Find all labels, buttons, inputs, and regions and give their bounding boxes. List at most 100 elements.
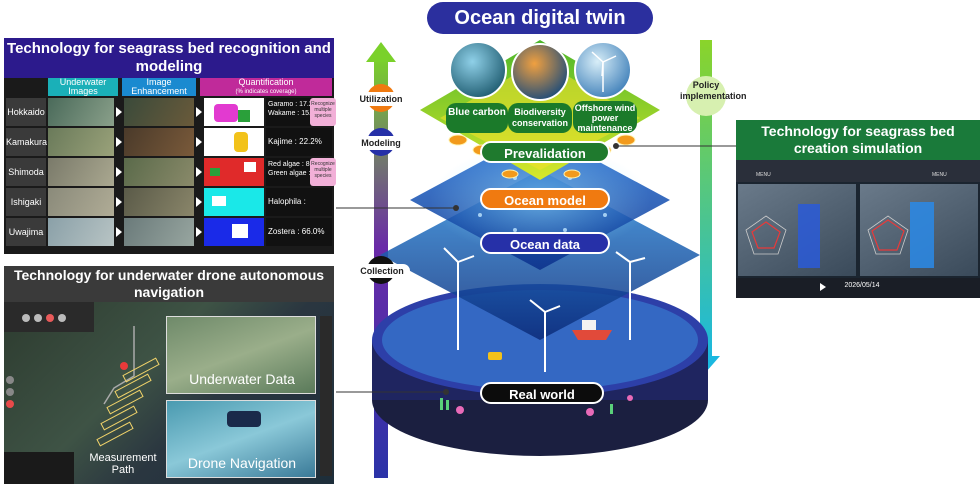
quant-line: Kajime : 22.2% <box>268 137 322 146</box>
blue-carbon-photo <box>449 41 507 99</box>
drone-navigation-panel: Technology for underwater drone autonomo… <box>4 266 334 484</box>
control-button[interactable] <box>34 314 42 322</box>
seabed-coral <box>456 395 633 416</box>
multi-species-tag: Recognize multiple species <box>310 98 336 126</box>
quant-values: Zostera : 66.0% <box>266 218 332 246</box>
arrow-icon <box>196 227 202 237</box>
arrow-icon <box>116 167 122 177</box>
radar-chart-right <box>867 215 909 255</box>
underwater-drone-icon <box>227 411 261 427</box>
sea-wind-turbines <box>443 247 646 372</box>
zoom-out-button[interactable] <box>6 388 14 396</box>
control-toolbar <box>4 302 94 332</box>
seagrass-simulation-panel: Technology for seagrass bed creation sim… <box>736 120 980 298</box>
row-label-uwajima: Uwajima <box>6 218 46 246</box>
seabed-grass <box>440 398 613 414</box>
biodiversity-photo <box>511 43 569 101</box>
policy-implementation-label: Policy implementation <box>680 80 747 101</box>
right-toolbar <box>320 316 332 476</box>
quantification-text: Quantification <box>238 77 294 87</box>
row-label-hokkaido: Hokkaido <box>6 98 46 126</box>
menu-right[interactable]: MENU <box>932 172 947 178</box>
card-offshore-wind: Offshore wind power maintenance <box>573 101 637 133</box>
quant-line: Green algae : 2.7% <box>268 170 329 177</box>
drone-navigation-label: Drone Navigation <box>187 455 297 471</box>
map-region <box>232 224 248 238</box>
ocean-digital-twin-title: Ocean digital twin <box>427 2 653 34</box>
play-icon[interactable] <box>820 283 826 291</box>
map-region <box>244 162 256 172</box>
enhanced-image <box>124 158 194 186</box>
enhanced-image <box>124 218 194 246</box>
underwater-image <box>48 218 114 246</box>
quant-values: Halophila : 65.5% <box>266 188 332 230</box>
collection-label: Collection <box>354 264 410 278</box>
real-world-label: Real world <box>480 382 604 404</box>
underwater-image <box>48 158 114 186</box>
quantification-map <box>204 218 264 246</box>
card-blue-carbon: Blue carbon <box>446 103 508 133</box>
ocean-data-label: Ocean data <box>480 232 610 254</box>
row-label-kamakura: Kamakura <box>6 128 47 156</box>
arrow-icon <box>196 197 202 207</box>
arrow-icon <box>196 107 202 117</box>
multi-species-tag: Recognize multiple species <box>310 158 336 186</box>
arrow-icon <box>116 227 122 237</box>
quantification-map <box>204 128 264 156</box>
zoom-in-button[interactable] <box>6 376 14 384</box>
sim-map-right <box>860 184 978 276</box>
quantification-note: (% indicates coverage) <box>235 89 297 95</box>
control-button[interactable] <box>58 314 66 322</box>
record-button[interactable] <box>6 400 14 408</box>
map-region <box>214 104 238 122</box>
drone-position-icon <box>120 362 128 370</box>
underwater-image <box>48 188 114 216</box>
right-axis-bar <box>700 40 712 360</box>
wind-turbine-icon <box>591 51 617 92</box>
drone-navigation-photo: Drone Navigation <box>166 400 316 478</box>
control-button[interactable] <box>22 314 30 322</box>
underwater-data-label: Underwater Data <box>189 371 295 387</box>
arrow-icon <box>116 107 122 117</box>
ocean-model-label: Ocean model <box>480 188 610 210</box>
left-axis-arrowhead <box>366 42 396 62</box>
drone-panel-title: Technology for underwater drone autonomo… <box>4 266 334 302</box>
enhanced-image <box>124 128 194 156</box>
arrow-icon <box>116 197 122 207</box>
map-region <box>212 196 226 206</box>
row-label-ishigaki: Ishigaki <box>6 188 46 216</box>
quantification-map <box>204 158 264 186</box>
seagrass-panel-title: Technology for seagrass bed recognition … <box>4 38 334 78</box>
seagrass-distribution <box>798 204 820 268</box>
radar-chart-left <box>745 215 787 255</box>
underwater-image <box>48 98 114 126</box>
enhanced-image <box>124 98 194 126</box>
measurement-path-label: Measurement Path <box>89 452 157 476</box>
map-region <box>210 168 220 176</box>
underwater-drone-icon <box>488 352 502 360</box>
seagrass-recognition-panel: Technology for seagrass bed recognition … <box>4 38 336 254</box>
prevalidation-label: Prevalidation <box>480 141 610 163</box>
quantification-map <box>204 188 264 216</box>
sim-map-left <box>738 184 856 276</box>
arrow-icon <box>196 167 202 177</box>
harbor-outline <box>103 326 135 405</box>
quant-line: Red algae : 81.1% <box>268 161 326 168</box>
underwater-data-photo: Underwater Data <box>166 316 316 394</box>
arrow-icon <box>196 137 202 147</box>
sim-timeline: 2026/05/14 <box>736 278 980 298</box>
map-region <box>234 132 248 152</box>
row-label-shimoda: Shimoda <box>6 158 46 186</box>
sim-top-bar: MENU MENU <box>736 160 980 182</box>
menu-left[interactable]: MENU <box>756 172 771 178</box>
arrow-icon <box>116 137 122 147</box>
enhanced-image <box>124 188 194 216</box>
card-biodiversity: Biodiversity conservation <box>508 103 572 133</box>
modeling-label: Modeling <box>356 136 406 150</box>
quant-line: Wakame : 15.1% <box>268 110 322 117</box>
seagrass-distribution <box>910 202 934 268</box>
control-button[interactable] <box>46 314 54 322</box>
telemetry-readout <box>4 452 74 484</box>
